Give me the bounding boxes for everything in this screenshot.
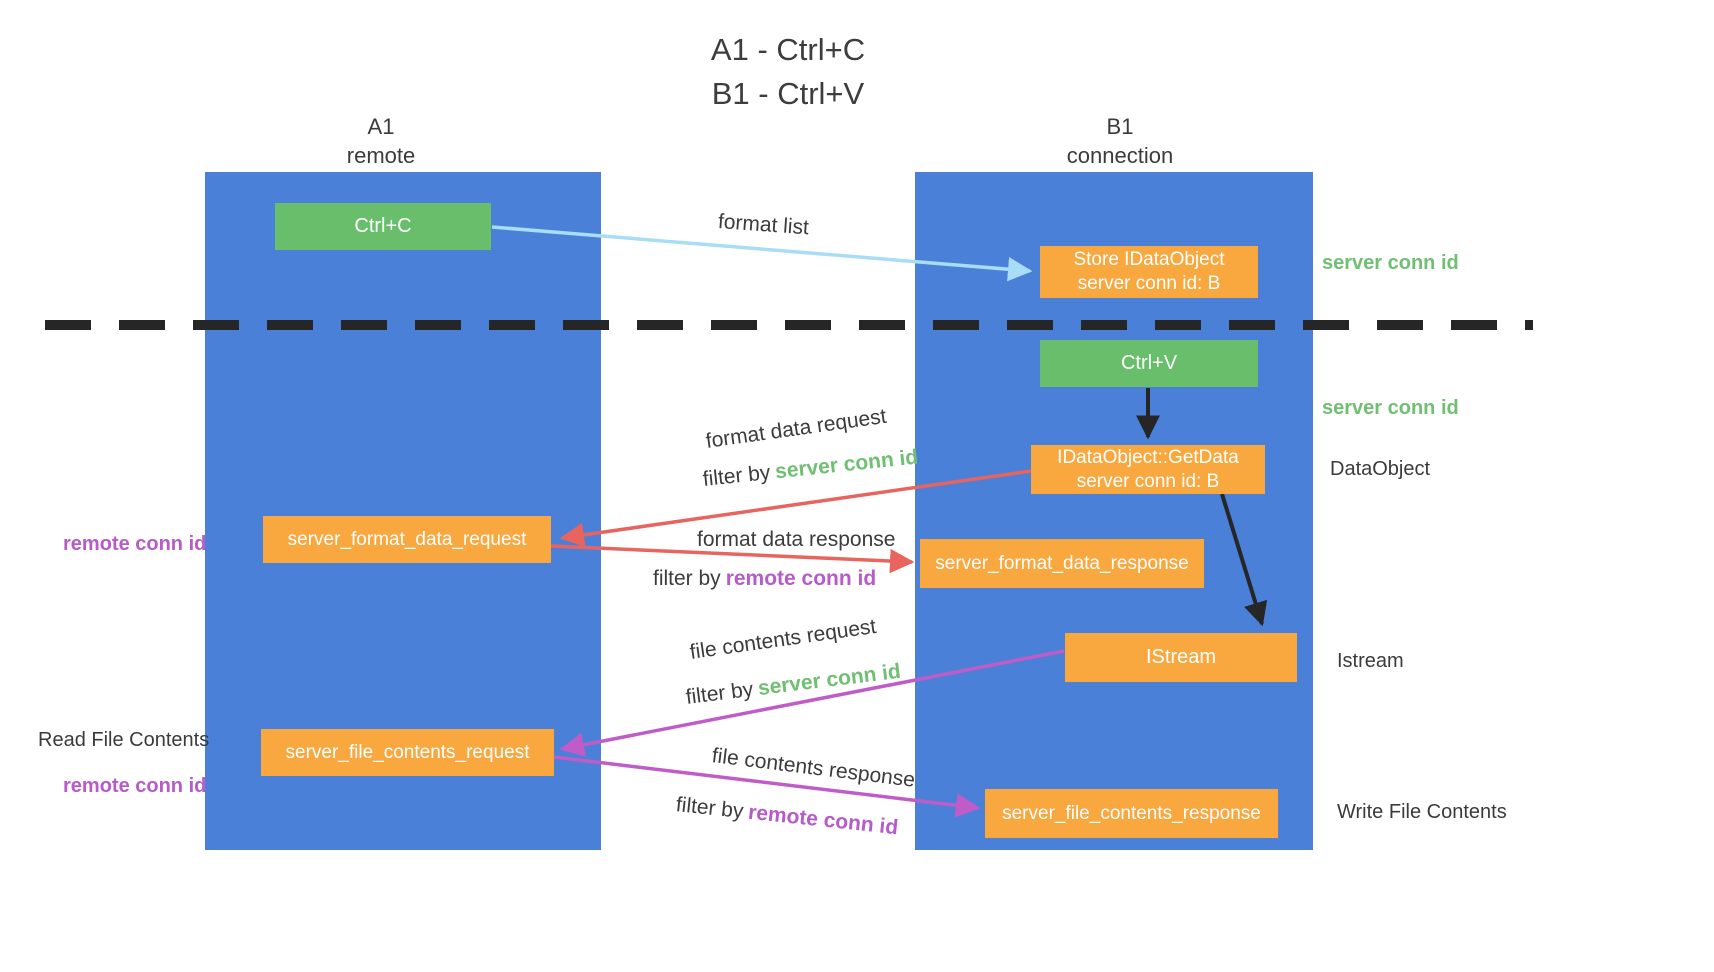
lane-header-a1: A1 remote <box>347 112 415 170</box>
side-label-server-conn-id-ctrlv: server conn id <box>1322 397 1459 419</box>
lane-b1-subtitle: connection <box>1066 143 1174 169</box>
node-ctrl-c: Ctrl+C <box>275 203 491 250</box>
side-label-server-conn-id-store: server conn id <box>1322 252 1459 274</box>
node-server-file-contents-response-label: server_file_contents_response <box>1002 802 1261 824</box>
lane-a1-title: A1 <box>367 114 395 139</box>
filter-key-remote-conn-id: remote conn id <box>725 567 877 590</box>
title-line-2: B1 - Ctrl+V <box>711 76 865 112</box>
side-label-write-file-contents: Write File Contents <box>1337 801 1507 823</box>
arrow-label-file-contents-response: file contents response <box>710 744 917 792</box>
filter-key-server-conn-id: server conn id <box>774 445 920 484</box>
node-ctrl-v: Ctrl+V <box>1040 340 1258 387</box>
arrow-label-file-contents-request: file contents request <box>688 614 878 664</box>
node-server-file-contents-request-label: server_file_contents_request <box>285 741 530 763</box>
filter-by-text: filter by <box>701 460 772 491</box>
filter-by-text: filter by <box>674 793 745 824</box>
node-store-idataobject-line2: server conn id: B <box>1077 273 1221 294</box>
node-idataobject-getdata: IDataObject::GetData server conn id: B <box>1031 445 1265 494</box>
node-server-file-contents-response: server_file_contents_response <box>985 789 1278 838</box>
filter-key-remote-conn-id: remote conn id <box>747 800 900 840</box>
title-line-1: A1 - Ctrl+C <box>710 32 866 67</box>
node-server-format-data-response: server_format_data_response <box>920 539 1204 588</box>
node-istream-label: IStream <box>1145 646 1217 668</box>
node-store-idataobject: Store IDataObject server conn id: B <box>1040 246 1258 298</box>
node-store-idataobject-line1: Store IDataObject <box>1073 249 1225 271</box>
node-istream: IStream <box>1065 633 1297 682</box>
filter-by-text: filter by <box>684 677 755 709</box>
node-server-format-data-request: server_format_data_request <box>263 516 551 563</box>
arrow-label-format-list: format list <box>717 210 810 240</box>
node-server-format-data-response-label: server_format_data_response <box>935 552 1189 574</box>
filter-by-text: filter by <box>653 567 721 590</box>
lane-a1-subtitle: remote <box>346 143 416 169</box>
diagram-title: A1 - Ctrl+C B1 - Ctrl+V <box>711 28 865 116</box>
side-label-remote-conn-id-format: remote conn id <box>63 533 207 555</box>
arrow-label-format-data-request: format data request <box>704 404 888 453</box>
side-label-istream: Istream <box>1337 650 1404 672</box>
filter-key-server-conn-id: server conn id <box>756 659 902 701</box>
side-label-dataobject: DataObject <box>1330 458 1431 480</box>
node-server-format-data-request-label: server_format_data_request <box>287 528 527 550</box>
node-server-file-contents-request: server_file_contents_request <box>261 729 554 776</box>
arrow-label-format-data-response: format data response <box>697 528 896 551</box>
phase-divider-dashed-line <box>45 320 1533 330</box>
node-ctrl-c-label: Ctrl+C <box>354 215 412 237</box>
node-ctrl-v-label: Ctrl+V <box>1120 352 1178 374</box>
side-label-remote-conn-id-file: remote conn id <box>63 775 207 797</box>
side-label-read-file-contents: Read File Contents <box>38 729 210 751</box>
lane-header-b1: B1 connection <box>1067 112 1173 170</box>
node-idataobject-getdata-line1: IDataObject::GetData <box>1057 446 1239 468</box>
node-idataobject-getdata-line2: server conn id: B <box>1076 470 1220 492</box>
lane-b1-title: B1 <box>1106 114 1134 139</box>
